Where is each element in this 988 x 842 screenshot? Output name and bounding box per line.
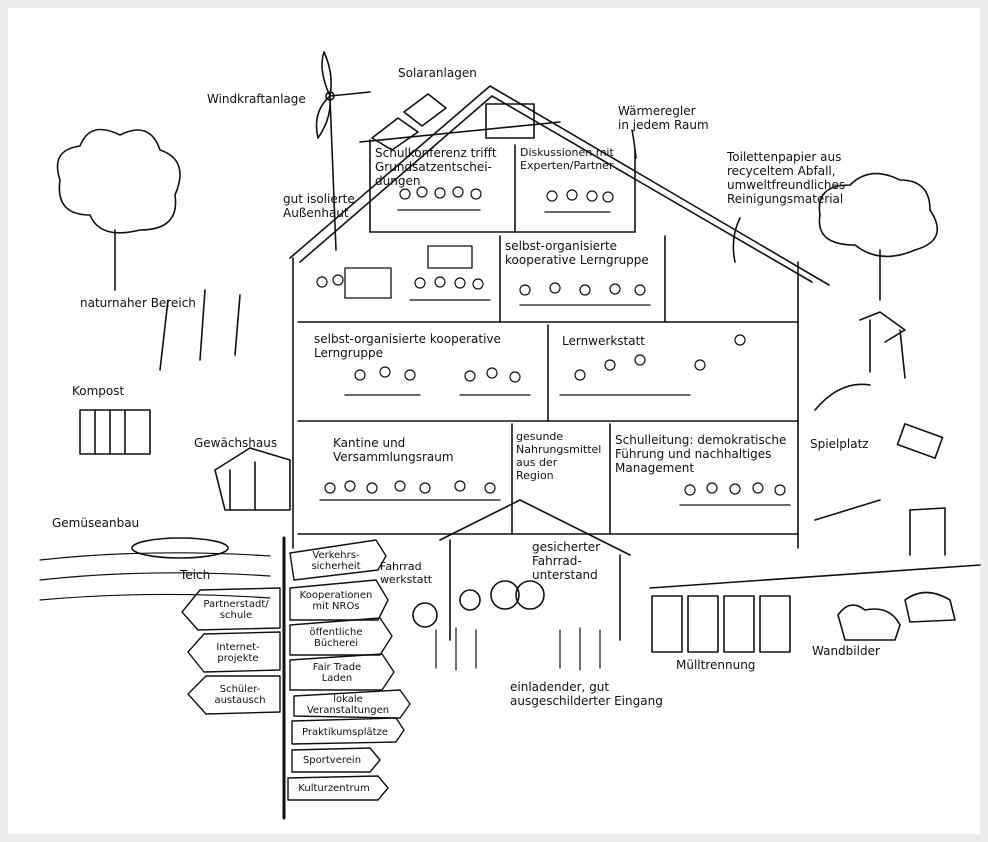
sign-internships: Praktikumsplätze [302, 726, 388, 738]
playground [814, 311, 946, 556]
label-greenhouse: Gewächshaus [194, 436, 278, 450]
room-canteen: Kantine und Versammlungsraum [333, 436, 454, 464]
label-nature-area: naturnaher Bereich [80, 296, 196, 310]
arrow-thermostat [631, 129, 637, 159]
room-school-management: Schulleitung: demokratische Führung und … [615, 433, 787, 475]
room-self-org-upper: selbst-organisierte kooperative Lerngrup… [505, 239, 649, 267]
trees [56, 128, 939, 301]
label-wind: Windkraftanlage [207, 92, 306, 106]
label-pond: Teich [180, 568, 211, 582]
label-vegetable-garden: Gemüseanbau [52, 516, 140, 530]
sign-internet-projects: Internet- projekte [216, 642, 260, 664]
sign-culture-centre: Kulturzentrum [298, 782, 370, 794]
vine-poles [159, 289, 241, 371]
sign-local-events: lokale Veranstaltungen [306, 694, 390, 716]
roof [289, 85, 830, 286]
room-expert-discussion: Diskussionen mit Experten/Partner [520, 146, 614, 172]
wind-turbine [315, 51, 371, 251]
sign-traffic-safety: Verkehrs- sicherheit [311, 550, 361, 572]
label-murals: Wandbilder [812, 644, 880, 658]
arrow-toilet-paper [732, 217, 741, 263]
label-insulation: gut isolierte Außenhaut [283, 192, 355, 220]
mural-animals [837, 591, 956, 641]
sign-partner-city: Partnerstadt/ schule [203, 599, 269, 621]
label-toilet-paper: Toilettenpapier aus recyceltem Abfall, u… [727, 150, 846, 206]
people [316, 186, 786, 496]
greenhouse [214, 447, 291, 511]
vegetable-rows [39, 552, 271, 601]
waste-bins [649, 564, 981, 653]
room-school-conference: Schulkonferenz trifft Grundsatzentschei-… [375, 146, 497, 188]
signs-right-shapes [287, 539, 411, 801]
sign-sports-club: Sportverein [302, 754, 362, 766]
sign-ngo-cooperation: Kooperationen mit NROs [299, 590, 373, 612]
label-bike-workshop: Fahrrad werkstatt [380, 560, 433, 586]
compost-bin [79, 409, 151, 455]
sign-fair-trade-shop: Fair Trade Laden [312, 662, 362, 684]
label-solar: Solaranlagen [398, 66, 477, 80]
sign-student-exchange: Schüler- austausch [214, 684, 266, 706]
room-self-org-middle: selbst-organisierte kooperative Lerngrup… [314, 332, 501, 360]
label-compost: Kompost [72, 384, 125, 398]
label-entrance: einladender, gut ausgeschilderter Eingan… [510, 680, 663, 708]
label-bike-shelter: gesicherter Fahrrad- unterstand [532, 540, 601, 582]
room-regional-food: gesunde Nahrungsmittel aus der Region [516, 430, 602, 482]
bike-shelter [412, 499, 631, 641]
pond [131, 537, 229, 559]
label-thermostat: Wärmeregler in jedem Raum [618, 104, 709, 132]
solar-panels [371, 93, 447, 151]
label-waste-separation: Mülltrennung [676, 658, 756, 672]
room-tables [319, 209, 791, 506]
entrance-fence [435, 627, 601, 671]
sign-public-library: öffentliche Bücherei [309, 627, 363, 649]
signs-left-shapes [181, 587, 281, 715]
label-playground: Spielplatz [810, 437, 869, 451]
house-body [292, 139, 799, 549]
room-learning-workshop: Lernwerkstatt [562, 334, 645, 348]
